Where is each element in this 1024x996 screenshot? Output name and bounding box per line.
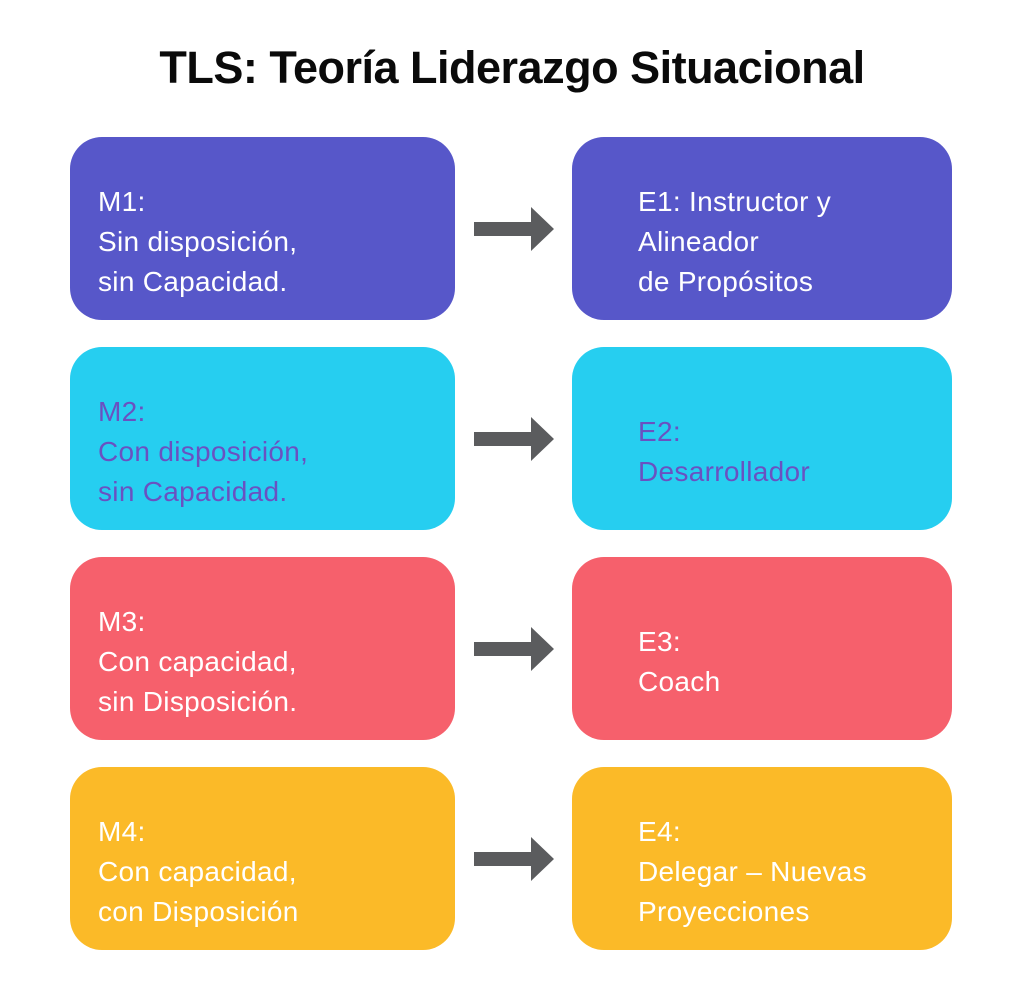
row-m2-e2: M2: Con disposición, sin Capacidad. E2: … bbox=[70, 347, 1024, 530]
box-m1-line: sin Capacidad. bbox=[98, 265, 288, 297]
row-m3-e3: M3: Con capacidad, sin Disposición. E3: … bbox=[70, 557, 1024, 740]
arrow-m4-to-e4 bbox=[455, 836, 572, 881]
box-e3-line: E3: bbox=[638, 625, 681, 657]
box-m1-line: M1: bbox=[98, 185, 146, 217]
box-m2-line: M2: bbox=[98, 395, 146, 427]
box-m2-line: sin Capacidad. bbox=[98, 475, 288, 507]
box-m3: M3: Con capacidad, sin Disposición. bbox=[70, 557, 455, 740]
arrow-m3-to-e3 bbox=[455, 626, 572, 671]
box-m3-line: Con capacidad, bbox=[98, 645, 297, 677]
box-e3-line: Coach bbox=[638, 665, 721, 697]
box-e1-line: E1: Instructor y bbox=[638, 185, 832, 217]
box-e2-line: Desarrollador bbox=[638, 455, 810, 487]
box-m4-line: Con capacidad, bbox=[98, 855, 297, 887]
box-e2-line: E2: bbox=[638, 415, 681, 447]
row-m1-e1: M1: Sin disposición, sin Capacidad. E1: … bbox=[70, 137, 1024, 320]
box-e4-line: Delegar – Nuevas bbox=[638, 855, 867, 887]
arrow-right-icon bbox=[473, 206, 554, 251]
box-e4-line: Proyecciones bbox=[638, 895, 810, 927]
box-m2-line: Con disposición, bbox=[98, 435, 309, 467]
box-m1: M1: Sin disposición, sin Capacidad. bbox=[70, 137, 455, 320]
box-e1: E1: Instructor y Alineador de Propósitos bbox=[572, 137, 952, 320]
box-e1-line: Alineador bbox=[638, 225, 760, 257]
box-e2: E2: Desarrollador bbox=[572, 347, 952, 530]
box-e1-line: de Propósitos bbox=[638, 265, 814, 297]
arrow-m1-to-e1 bbox=[455, 206, 572, 251]
box-m4: M4: Con capacidad, con Disposición bbox=[70, 767, 455, 950]
box-e4: E4: Delegar – Nuevas Proyecciones bbox=[572, 767, 952, 950]
box-m4-line: M4: bbox=[98, 815, 146, 847]
box-m2: M2: Con disposición, sin Capacidad. bbox=[70, 347, 455, 530]
box-e3: E3: Coach bbox=[572, 557, 952, 740]
arrow-right-icon bbox=[473, 836, 554, 881]
box-m3-line: sin Disposición. bbox=[98, 685, 298, 717]
box-e4-line: E4: bbox=[638, 815, 681, 847]
box-m4-line: con Disposición bbox=[98, 895, 299, 927]
arrow-m2-to-e2 bbox=[455, 416, 572, 461]
arrow-right-icon bbox=[473, 626, 554, 671]
box-m1-line: Sin disposición, bbox=[98, 225, 298, 257]
box-m3-line: M3: bbox=[98, 605, 146, 637]
row-m4-e4: M4: Con capacidad, con Disposición E4: D… bbox=[70, 767, 1024, 950]
arrow-right-icon bbox=[473, 416, 554, 461]
page-title: TLS: Teoría Liderazgo Situacional bbox=[159, 42, 865, 93]
diagram-rows: M1: Sin disposición, sin Capacidad. E1: … bbox=[0, 137, 1024, 950]
